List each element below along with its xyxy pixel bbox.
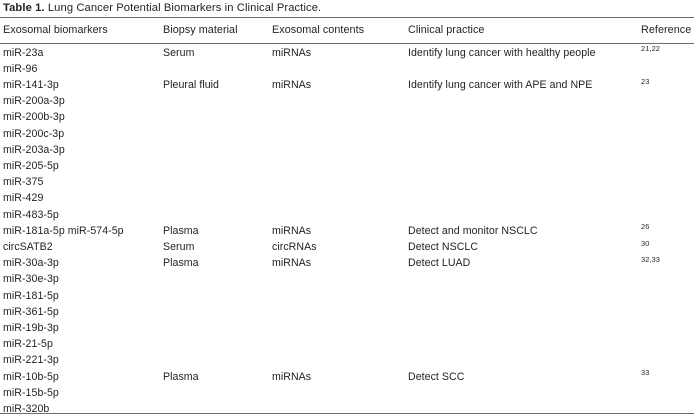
cell-contents: circRNAs (272, 241, 317, 253)
cell-biomarker: miR-23a (3, 46, 44, 59)
table-row: miR-205-5p (0, 158, 694, 174)
cell-biomarker: miR-200b-3p (3, 111, 65, 124)
cell-biomarker: miR-10b-5p (3, 370, 59, 383)
cell-biomarker: miR-205-5p (3, 160, 59, 172)
table-row: miR-361-5p (0, 304, 694, 320)
caption-label: Table 1. (3, 2, 45, 14)
cell-biomarker: miR-429 (3, 192, 44, 205)
cell-contents: miRNAs (272, 46, 312, 59)
cell-biomarker: circSATB2 (3, 241, 53, 253)
cell-practice: Detect NSCLC (408, 241, 479, 253)
cell-reference: 21,22 (641, 44, 660, 54)
cell-practice: Detect LUAD (408, 257, 471, 270)
table-row: miR-375 (0, 174, 694, 190)
table-row: miR-200c-3p (0, 126, 694, 142)
table-row: miR-320b (0, 401, 694, 417)
table-row: miR-200a-3p (0, 93, 694, 109)
table-row: miR-30e-3p (0, 271, 694, 287)
cell-biomarker: miR-200c-3p (3, 127, 65, 140)
cell-reference: 33 (641, 368, 650, 378)
cell-material: Plasma (163, 257, 199, 270)
column-header-exosomal-biomarkers: Exosomal biomarkers (3, 24, 108, 36)
table-caption: Table 1. Lung Cancer Potential Biomarker… (3, 1, 321, 15)
table-row: miR-483-5p (0, 207, 694, 223)
cell-biomarker: miR-181a-5p miR-574-5p (3, 224, 124, 237)
rule-bottom (0, 413, 694, 415)
table-row: miR-203a-3p (0, 142, 694, 158)
table-row: miR-429 (0, 190, 694, 206)
cell-reference: 23 (641, 76, 650, 86)
cell-contents: miRNAs (272, 79, 312, 91)
cell-biomarker: miR-361-5p (3, 305, 59, 318)
cell-material: Pleural fluid (163, 79, 220, 91)
rule-header (0, 43, 694, 45)
cell-biomarker: miR-21-5p (3, 338, 53, 351)
cell-biomarker: miR-200a-3p (3, 95, 65, 108)
cell-biomarker: miR-375 (3, 176, 44, 189)
cell-practice: Identify lung cancer with healthy people (408, 46, 596, 59)
rule-top (0, 17, 694, 19)
table-row: miR-181a-5p miR-574-5p Plasma miRNAs Detect… (0, 222, 694, 239)
table-row: miR-21-5p (0, 336, 694, 352)
column-header-clinical-practice: Clinical practice (408, 24, 485, 36)
cell-biomarker: miR-483-5p (3, 208, 59, 221)
table-header-row: Exosomal biomarkers Biopsy material Exos… (0, 22, 694, 38)
cell-material: Plasma (163, 370, 199, 383)
cell-contents: miRNAs (272, 257, 312, 270)
cell-biomarker: miR-96 (3, 62, 38, 75)
cell-reference: 32,33 (641, 254, 660, 264)
table-row: miR-141-3p Pleural fluid miRNAs Identify lu… (0, 77, 694, 93)
cell-biomarker: miR-30a-3p (3, 257, 59, 270)
table-row: miR-181-5p (0, 288, 694, 304)
table-row: miR-96 (0, 61, 694, 77)
cell-contents: miRNAs (272, 224, 312, 237)
table-row: miR-200b-3p (0, 109, 694, 125)
cell-biomarker: miR-19b-3p (3, 322, 59, 334)
cell-biomarker: miR-181-5p (3, 289, 59, 302)
cell-material: Serum (163, 241, 195, 253)
cell-reference: 26 (641, 222, 650, 232)
cell-practice: Detect and monitor NSCLC (408, 224, 538, 237)
table-row: miR-19b-3p (0, 320, 694, 336)
cell-contents: miRNAs (272, 370, 312, 383)
cell-biomarker: miR-15b-5p (3, 386, 59, 399)
table-row: miR-15b-5p (0, 385, 694, 401)
table-row: circSATB2 Serum circRNAs Detect NSCLC 30 (0, 239, 694, 255)
cell-biomarker: miR-203a-3p (3, 143, 65, 156)
cell-practice: Identify lung cancer with APE and NPE (408, 79, 593, 91)
cell-biomarker: miR-221-3p (3, 354, 59, 367)
cell-reference: 30 (641, 238, 650, 248)
cell-biomarker: miR-30e-3p (3, 273, 59, 286)
cell-practice: Detect SCC (408, 370, 465, 383)
cell-biomarker: miR-320b (3, 403, 50, 415)
table-row: miR-30a-3p Plasma miRNAs Detect LUAD 32,33 (0, 255, 694, 271)
caption-text: Lung Cancer Potential Biomarkers in Clin… (47, 2, 322, 14)
column-header-biopsy-material: Biopsy material (163, 24, 238, 36)
column-header-exosomal-contents: Exosomal contents (272, 24, 365, 36)
table-row: miR-23a Serum miRNAs Identify lung cancer w… (0, 44, 694, 61)
cell-material: Plasma (163, 224, 199, 237)
cell-material: Serum (163, 46, 195, 59)
table-row: miR-10b-5p Plasma miRNAs Detect SCC 33 (0, 368, 694, 385)
cell-biomarker: miR-141-3p (3, 79, 59, 91)
table-row: miR-221-3p (0, 352, 694, 368)
column-header-reference: Reference (641, 24, 692, 36)
